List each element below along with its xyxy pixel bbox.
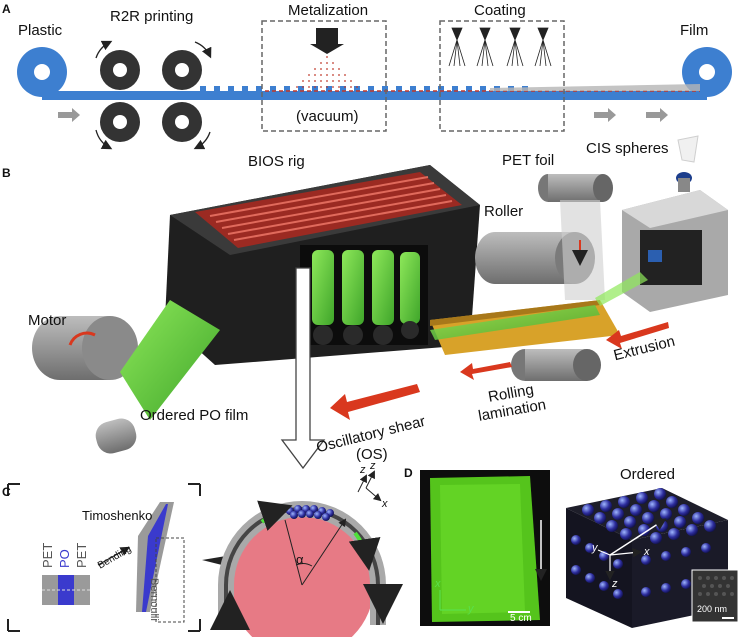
heater-plate <box>195 172 462 248</box>
pet-top-label: PET <box>40 542 55 568</box>
timoshenko-label: Timoshenko <box>82 508 153 523</box>
panel-b-letter: B <box>2 166 11 180</box>
axis-y-left-label: y <box>468 603 474 615</box>
panel-b-graphics <box>32 135 728 470</box>
panel-d-graphics <box>420 470 739 628</box>
r2r-printing-label: R2R printing <box>110 8 194 25</box>
axis-x3-label: x <box>644 546 650 558</box>
drum <box>230 513 374 642</box>
axis-x-left-label: x <box>435 578 441 590</box>
axis-z1-label: z <box>360 464 366 476</box>
panel-a-letter: A <box>2 2 11 16</box>
panel-c-letter: C <box>2 485 11 499</box>
bios-rig-label: BIOS rig <box>248 153 305 170</box>
coating-layer <box>490 84 700 91</box>
metalization-chamber <box>261 20 387 132</box>
roller-label: Roller <box>484 203 524 220</box>
ordered-po-film-label: Ordered PO film <box>140 407 249 424</box>
coating-chamber <box>439 20 565 132</box>
metalization-label: Metalization <box>288 2 369 19</box>
axis-x-label: x <box>382 498 388 510</box>
film-label: Film <box>680 22 709 39</box>
pet-foil-label: PET foil <box>502 152 555 169</box>
zoom-arrow <box>280 267 326 470</box>
r2r-rollers <box>100 50 202 142</box>
axis-z3-label: z <box>612 578 618 590</box>
scale-5cm-label: 5 cm <box>510 613 532 624</box>
ordered-label: Ordered <box>620 466 676 483</box>
ordered-po-film <box>120 300 220 420</box>
coating-label: Coating <box>474 2 526 19</box>
cis-spheres-label: CIS spheres <box>586 140 669 157</box>
motor-label: Motor <box>28 312 67 329</box>
po-label: PO <box>57 549 72 568</box>
panel-a-graphics <box>17 20 732 150</box>
alpha-label: α <box>296 552 304 567</box>
plastic-web <box>42 91 707 100</box>
panel-d-letter: D <box>404 466 413 480</box>
plastic-label: Plastic <box>18 22 63 39</box>
scale-200nm-label: 200 nm <box>697 604 728 614</box>
panel-c-graphics <box>7 470 403 642</box>
axis-y3-label: y <box>592 542 598 554</box>
pet-bottom-label: PET <box>74 542 89 568</box>
os-abbrev-label: (OS) <box>356 446 388 463</box>
axis-z2-label: z <box>370 460 376 472</box>
bernoulli-label: Bernoulli <box>148 578 160 621</box>
vacuum-label: (vacuum) <box>296 108 359 125</box>
